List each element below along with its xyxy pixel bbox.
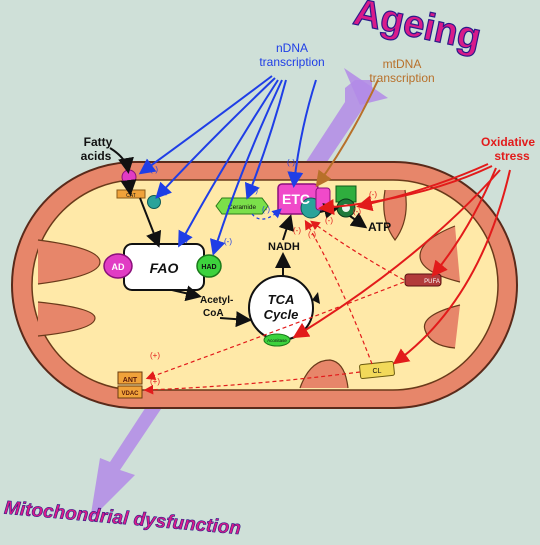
aconitase-icon bbox=[263, 333, 291, 347]
ad-enzyme-icon bbox=[103, 253, 133, 279]
ant-label: ANT bbox=[123, 377, 138, 384]
sign-minus-fao: (-) bbox=[180, 235, 188, 244]
sign-minus-had: (-) bbox=[224, 237, 232, 246]
nadh-label: NADH bbox=[268, 241, 300, 253]
sign-minus-etc-r3: (-) bbox=[308, 230, 316, 239]
ageing-title: Ageing bbox=[350, 0, 485, 59]
cl-label: CL bbox=[373, 368, 382, 375]
atp-label: ATP bbox=[368, 220, 391, 234]
sign-minus-etc-r1: (-) bbox=[325, 216, 333, 225]
mito-dysfunction-title: Mitochondrial dysfunction bbox=[3, 498, 241, 540]
aconitase-label: Aconitase bbox=[267, 338, 287, 343]
sign-minus-cpt: (-) bbox=[160, 187, 168, 196]
sign-minus-etc: (-) bbox=[287, 158, 295, 167]
fao-label: FAO bbox=[150, 260, 179, 276]
sign-minus-atp2: (-) bbox=[353, 207, 361, 216]
metabolic-arrows bbox=[109, 147, 368, 328]
oxidative-dashed-arrows bbox=[143, 219, 405, 395]
cat-label: CAT bbox=[126, 193, 136, 199]
vdac-label: VDAC bbox=[121, 391, 139, 397]
sign-plus-ceramide: (+) bbox=[248, 186, 258, 195]
ceramide-to-etc-arrow bbox=[251, 208, 282, 220]
cl-icon bbox=[359, 360, 395, 380]
had-enzyme-icon bbox=[196, 254, 222, 278]
sign-plus-ant: (+) bbox=[150, 351, 160, 360]
acetyl-coa-label: Acetyl-CoA bbox=[200, 295, 233, 319]
ceramide-label: Ceramide bbox=[228, 204, 257, 211]
sign-minus-atp: (-) bbox=[369, 190, 377, 199]
ant-vdac-icon bbox=[117, 371, 143, 399]
regulation-signs: (-) (-) (-) (-) (+) (-) (-) (-) (-) (-) … bbox=[150, 158, 377, 386]
pufa-label: PUFA bbox=[424, 279, 440, 285]
mtdna-arrow bbox=[315, 79, 379, 188]
sign-minus-etc-r2: (-) bbox=[293, 226, 301, 235]
sign-plus-vdac: (+) bbox=[150, 377, 160, 386]
etc-label: ETC bbox=[282, 191, 310, 207]
had-label: HAD bbox=[201, 264, 216, 271]
sign-minus-ceramide-etc: (-) bbox=[262, 205, 270, 214]
oxidative-arrows bbox=[292, 163, 511, 365]
ad-label: AD bbox=[112, 262, 125, 272]
sign-minus-cat: (-) bbox=[150, 165, 158, 174]
ndna-arrows bbox=[138, 75, 317, 256]
